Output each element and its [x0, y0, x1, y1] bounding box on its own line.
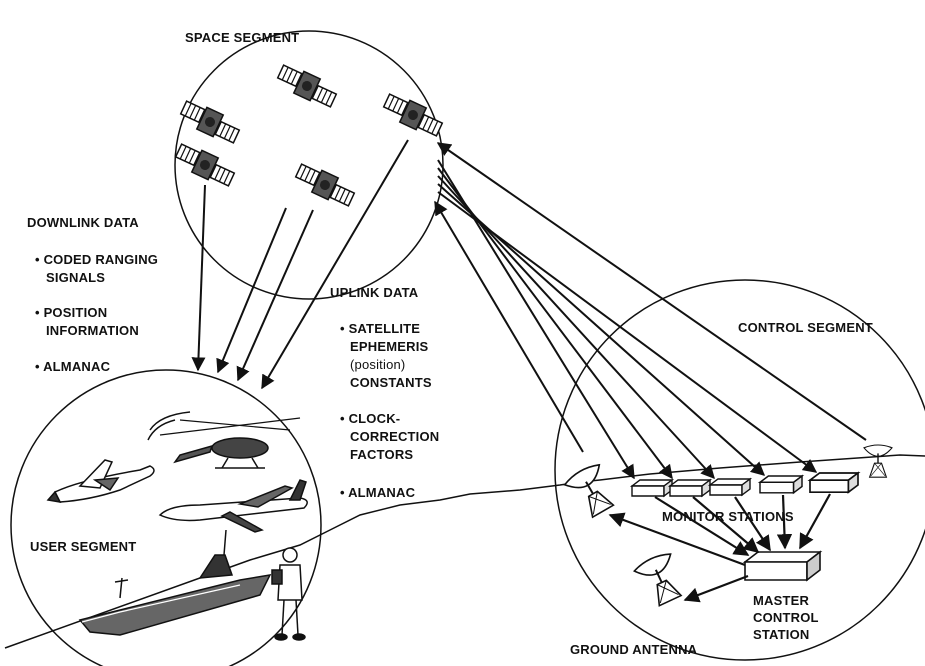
uplink-item: CORRECTION	[350, 430, 439, 443]
monitor-stations-label: MONITOR STATIONS	[662, 510, 794, 523]
control-segment-label: CONTROL SEGMENT	[738, 321, 873, 334]
monitor-station-icon	[810, 473, 858, 492]
satellite-icon	[173, 141, 238, 188]
downlink-item: • POSITION	[35, 306, 107, 319]
downlink-item: • ALMANAC	[35, 360, 110, 373]
uplink-item: FACTORS	[350, 448, 413, 461]
ground-antenna-icon	[563, 461, 621, 521]
master-control-station-icon	[745, 552, 820, 580]
uplink-item: • CLOCK-	[340, 412, 400, 425]
uplink-item: CONSTANTS	[350, 376, 432, 389]
uplink-item: (position)	[350, 358, 405, 371]
ground-antenna-icon	[633, 550, 689, 609]
downlink-item: INFORMATION	[46, 324, 139, 337]
aircraft-icon	[160, 480, 307, 532]
space-shuttle-icon	[48, 460, 154, 502]
monitor-downlink-arrows	[438, 160, 816, 478]
downlink-item: • CODED RANGING	[35, 253, 158, 266]
space-segment-label: SPACE SEGMENT	[185, 31, 299, 44]
satellite-icon	[178, 98, 243, 145]
master-control-station-label-line1: MASTER	[753, 594, 809, 607]
master-to-antenna-arrows	[610, 515, 748, 600]
uplink-item: • ALMANAC	[340, 486, 415, 499]
master-control-station-label-line3: STATION	[753, 628, 810, 641]
monitor-station-icon	[760, 476, 802, 493]
uplink-data-title: UPLINK DATA	[330, 286, 418, 299]
satellite-icon	[293, 161, 358, 208]
user-segment-label: USER SEGMENT	[30, 540, 136, 553]
downlink-data-title: DOWNLINK DATA	[27, 216, 139, 229]
uplink-item: • SATELLITE	[340, 322, 420, 335]
uplink-item: EPHEMERIS	[350, 340, 428, 353]
uplink-arrows	[435, 143, 866, 452]
monitor-station-icon	[670, 480, 710, 496]
satellite-icon	[381, 91, 446, 138]
ground-antenna-label: GROUND ANTENNA	[570, 643, 697, 656]
downlink-item: SIGNALS	[46, 271, 105, 284]
helicopter-icon	[148, 412, 300, 468]
ground-antenna-icon	[864, 445, 892, 477]
monitor-station-icon	[632, 480, 672, 496]
master-control-station-label-line2: CONTROL	[753, 611, 819, 624]
satellite-icon	[275, 62, 340, 109]
station-to-master-arrows	[655, 494, 830, 555]
monitor-station-icon	[710, 479, 750, 495]
person-with-receiver-icon	[272, 548, 305, 640]
